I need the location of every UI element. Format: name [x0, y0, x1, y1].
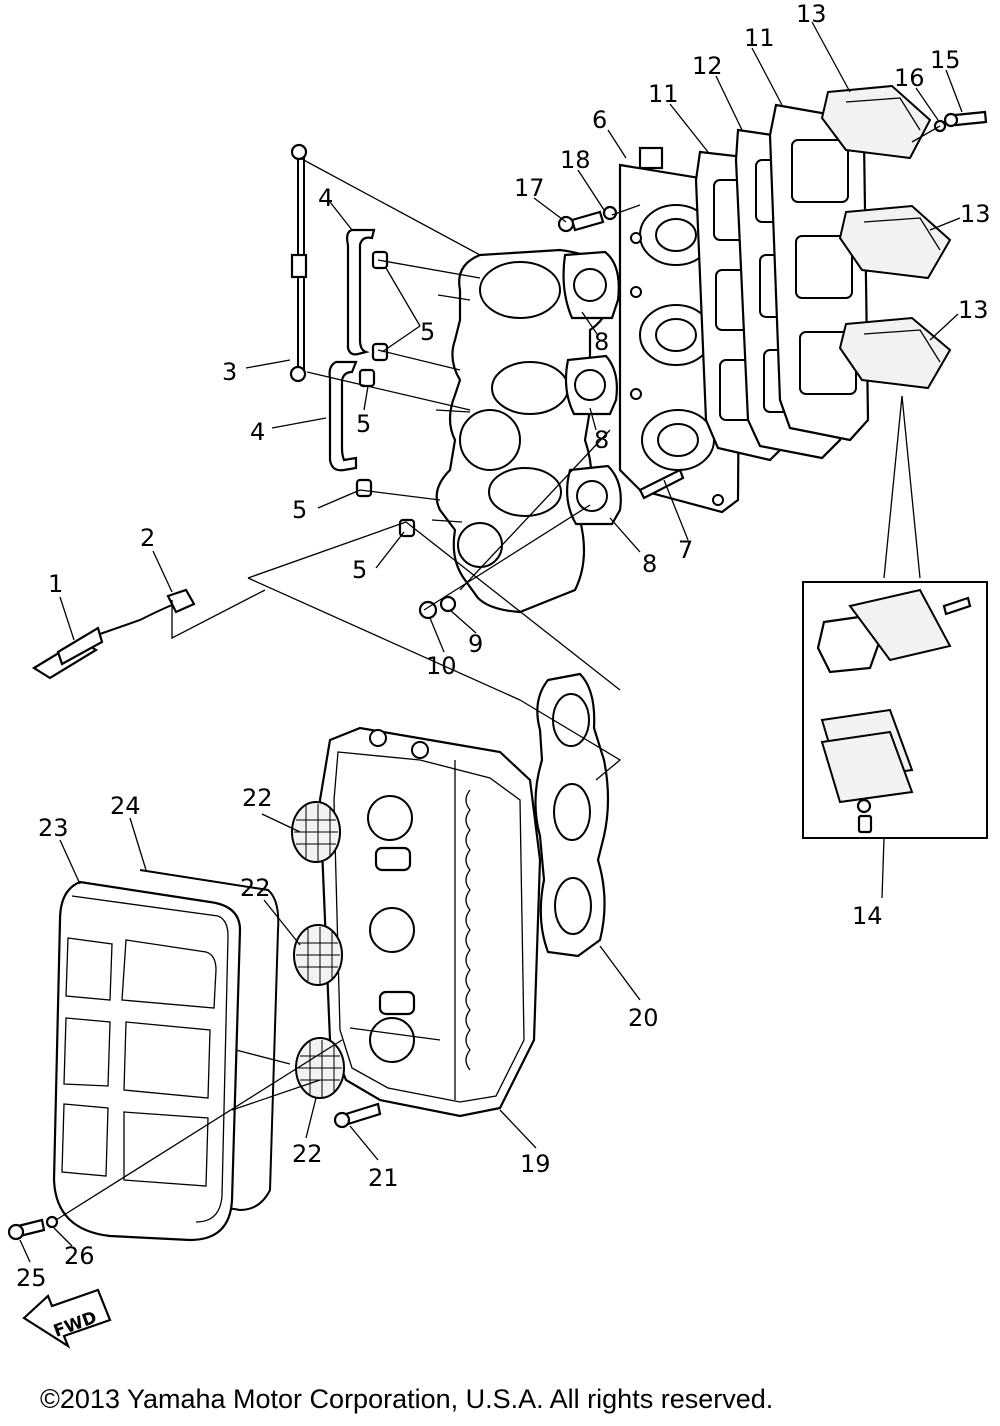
silencer-cover-part — [52, 880, 242, 1242]
callout-13-middle: 13 — [960, 200, 991, 228]
callout-6: 6 — [592, 106, 607, 134]
copyright-notice: ©2013 Yamaha Motor Corporation, U.S.A. A… — [40, 1384, 773, 1414]
manifold-gasket-part-rear — [768, 103, 870, 442]
fwd-arrow-icon: FWD — [22, 1288, 112, 1349]
callout-15: 15 — [930, 46, 961, 74]
callout-5-d: 5 — [352, 556, 367, 584]
reed-valve-detail-inset — [802, 581, 988, 839]
silencer-housing-part — [318, 726, 542, 1118]
silencer-gasket-part — [534, 672, 610, 958]
assembly-guide-lines — [55, 125, 941, 1221]
callout-14: 14 — [852, 902, 883, 930]
callout-5-a: 5 — [420, 318, 435, 346]
callout-4-lower: 4 — [250, 418, 265, 446]
callout-8-a: 8 — [594, 328, 609, 356]
callout-23: 23 — [38, 814, 69, 842]
hose-part-lower — [328, 360, 358, 472]
nut-washer-parts — [418, 595, 457, 620]
callout-18: 18 — [560, 146, 591, 174]
reed-valve-parts — [820, 84, 952, 390]
callout-22-top: 22 — [242, 784, 273, 812]
flame-arrester-parts — [291, 801, 345, 1099]
callout-labels: 1 2 3 4 4 5 5 5 5 6 7 8 8 8 9 10 11 11 1… — [16, 0, 991, 1292]
screw-parts-top — [557, 110, 988, 233]
stud-bolt-part — [638, 468, 685, 500]
callout-19: 19 — [520, 1150, 551, 1178]
callout-11-rear: 11 — [744, 24, 775, 52]
callout-8-b: 8 — [594, 426, 609, 454]
callout-9: 9 — [468, 630, 483, 658]
callout-26: 26 — [64, 1242, 95, 1270]
callout-12: 12 — [692, 52, 723, 80]
callout-13-top: 13 — [796, 0, 827, 28]
callout-5-b: 5 — [356, 410, 371, 438]
carburetor-gasket-parts — [562, 250, 622, 526]
callout-leader-lines — [19, 21, 963, 1263]
callout-10: 10 — [426, 652, 457, 680]
hose-part-upper — [346, 228, 376, 356]
link-rod-part — [289, 143, 308, 383]
callout-21: 21 — [368, 1164, 399, 1192]
callout-22-bottom: 22 — [292, 1140, 323, 1168]
callout-8-c: 8 — [642, 550, 657, 578]
housing-bolt-part — [333, 1102, 382, 1129]
cover-screw-part — [7, 1215, 59, 1241]
callout-16: 16 — [894, 64, 925, 92]
callout-2: 2 — [140, 524, 155, 552]
sensor-part — [31, 588, 196, 680]
callout-11-front: 11 — [648, 80, 679, 108]
callout-25: 25 — [16, 1264, 47, 1292]
callout-20: 20 — [628, 1004, 659, 1032]
callout-22-middle: 22 — [240, 874, 271, 902]
callout-17: 17 — [514, 174, 545, 202]
callout-13-bottom: 13 — [958, 296, 989, 324]
callout-24: 24 — [110, 792, 141, 820]
callout-4-upper: 4 — [318, 184, 333, 212]
callout-7: 7 — [678, 536, 693, 564]
callout-5-c: 5 — [292, 496, 307, 524]
callout-1: 1 — [48, 570, 63, 598]
carburetor-assembly — [431, 248, 614, 614]
callout-3: 3 — [222, 358, 237, 386]
